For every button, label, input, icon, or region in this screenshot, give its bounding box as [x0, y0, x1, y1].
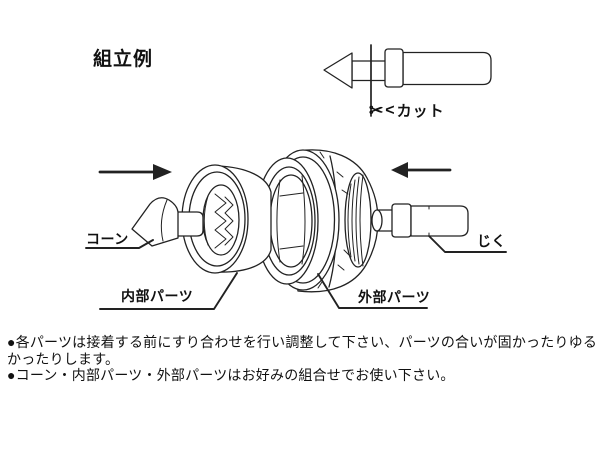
cone-label: コーン — [86, 231, 129, 247]
note-line-3: ●コーン・内部パーツ・外部パーツはお好みの組合せでお使い下さい。 — [7, 367, 455, 383]
outer-part-rear-ribs — [347, 174, 364, 267]
note-line-1: ●各パーツは接着する前にすり合わせを行い調整して下さい、パーツの合いが固かったり… — [7, 334, 598, 350]
inner-part-ribs — [203, 193, 234, 249]
notes-block: ●各パーツは接着する前にすり合わせを行い調整して下さい、パーツの合いが固かったり… — [7, 334, 597, 384]
outer-part-notches — [317, 151, 350, 289]
inner-part-drawing — [181, 164, 272, 274]
outer-part-leader-line — [317, 273, 428, 309]
shaft-part-drawing — [371, 203, 469, 238]
inner-part-leader-line — [99, 272, 238, 310]
right-arrow-icon — [98, 164, 172, 180]
page-title: 組立例 — [93, 49, 154, 70]
note-line-2: かったりします。 — [7, 350, 120, 367]
scissors-icon: ✂ — [369, 101, 384, 120]
cut-label: カット — [396, 103, 445, 120]
inner-part-label: 内部パーツ — [121, 288, 194, 304]
outer-part-label: 外部パーツ — [358, 289, 431, 305]
cone-leader-line — [85, 239, 154, 249]
cut-arrowhead: < — [385, 101, 395, 119]
left-arrow-icon — [391, 162, 452, 178]
shaft-leader-line — [428, 235, 507, 253]
cone-part-drawing — [131, 197, 204, 247]
outer-part-drawing — [255, 149, 379, 293]
outer-part-window — [276, 175, 306, 265]
cut-annotation: ✂ < カット — [369, 100, 445, 121]
cut-part-drawing — [323, 44, 492, 117]
shaft-label: じく — [477, 233, 506, 249]
